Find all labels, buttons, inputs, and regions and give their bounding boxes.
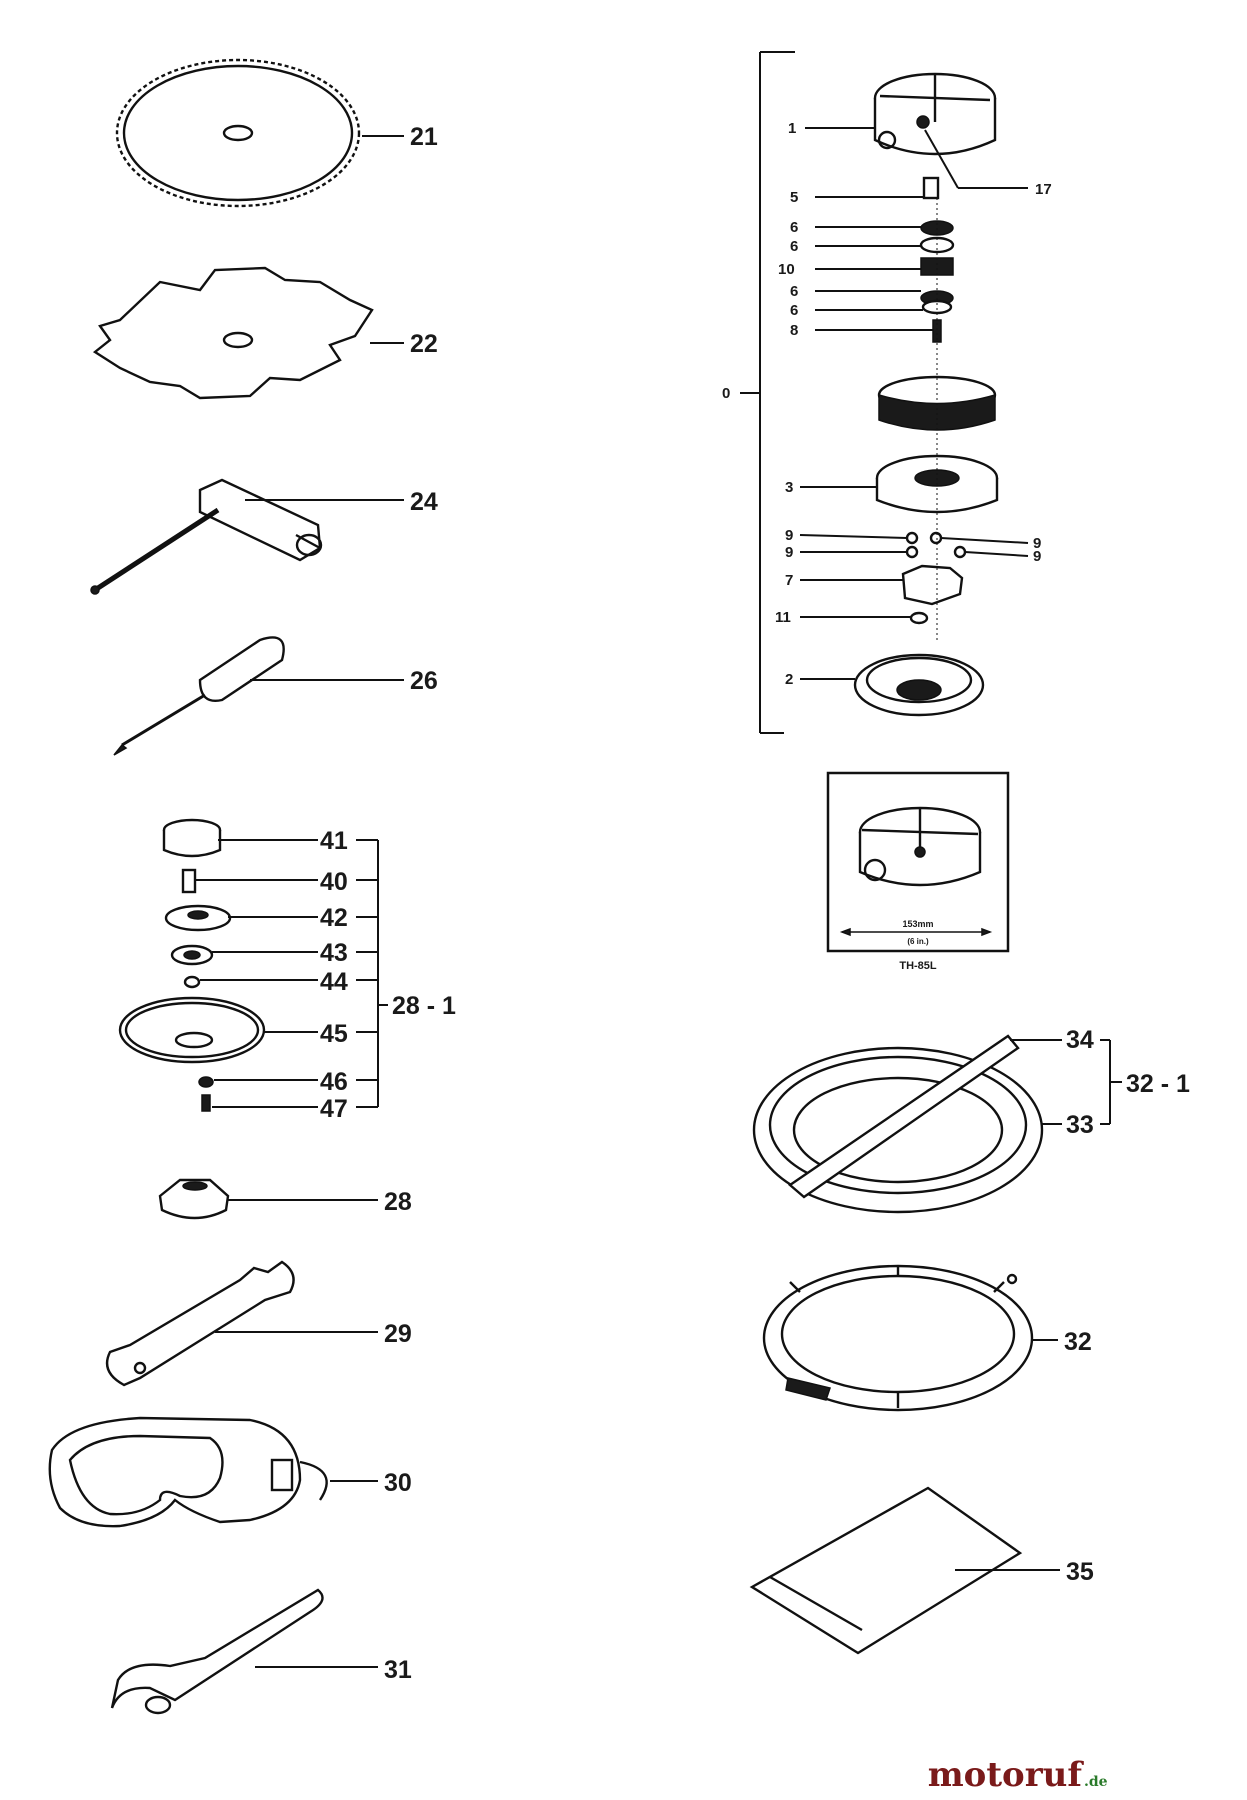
watermark-brand: motoruf: [928, 1755, 1085, 1795]
part-label-43: 43: [320, 939, 348, 967]
trimmer-head-exploded-illustration: [853, 72, 999, 717]
part-label-32: 32: [1064, 1328, 1092, 1356]
open-end-wrench-illustration: [105, 1260, 295, 1387]
watermark-suffix: .de: [1084, 1774, 1108, 1790]
safety-goggles-illustration: [48, 1416, 328, 1528]
part-label-33: 33: [1066, 1111, 1094, 1139]
part-label-9d: 9: [1033, 548, 1041, 565]
inset-box: [826, 771, 1010, 953]
part-label-6c: 6: [790, 283, 798, 300]
part-label-6a: 6: [790, 219, 798, 236]
part-label-7: 7: [785, 572, 793, 589]
part-label-6b: 6: [790, 238, 798, 255]
part-label-21: 21: [410, 123, 438, 151]
saw-blade-illustration: [115, 58, 361, 208]
part-label-9b: 9: [785, 544, 793, 561]
part-label-2: 2: [785, 671, 793, 688]
part-label-28: 28: [384, 1188, 412, 1216]
spanner-wrench-illustration: [110, 1588, 324, 1715]
part-label-17: 17: [1035, 181, 1052, 198]
part-label-5: 5: [790, 189, 798, 206]
blade-mount-kit-illustration: [118, 818, 266, 1112]
part-label-1: 1: [788, 120, 796, 137]
leader-line: [924, 129, 959, 189]
group-label-32-1: 32 - 1: [1126, 1070, 1190, 1098]
part-label-8: 8: [790, 322, 798, 339]
leader-line: [964, 551, 1029, 557]
instruction-envelope-illustration: [749, 1486, 1023, 1655]
part-label-22: 22: [410, 330, 438, 358]
part-label-40: 40: [320, 868, 348, 896]
inset-model-label: TH-85L: [899, 960, 937, 972]
part-label-41: 41: [320, 827, 348, 855]
leader-line: [940, 537, 1029, 544]
t-wrench-illustration: [90, 478, 323, 595]
motoruf-watermark: motoruf .de: [928, 1755, 1108, 1795]
part-label-35: 35: [1066, 1558, 1094, 1586]
line-ring-illustration: [762, 1264, 1034, 1412]
part-label-46: 46: [320, 1068, 348, 1096]
part-label-44: 44: [320, 968, 348, 996]
part-label-42: 42: [320, 904, 348, 932]
part-label-30: 30: [384, 1469, 412, 1497]
part-label-29: 29: [384, 1320, 412, 1348]
group-label-0: 0: [722, 385, 730, 402]
part-label-34: 34: [1066, 1026, 1094, 1054]
inset-dimension-in: (6 in.): [907, 937, 929, 946]
leader-line: [799, 534, 908, 539]
part-label-11: 11: [775, 609, 791, 626]
part-label-3: 3: [785, 479, 793, 496]
mounting-cap-illustration: [158, 1178, 230, 1220]
part-label-10: 10: [778, 261, 795, 278]
group-bracket-28-1: [356, 839, 388, 1108]
screwdriver-illustration: [113, 636, 285, 756]
part-label-9a: 9: [785, 527, 793, 544]
line-tray-illustration: [752, 1034, 1044, 1214]
brush-blade-illustration: [92, 266, 374, 400]
part-label-26: 26: [410, 667, 438, 695]
group-bracket-32-1: [1100, 1039, 1122, 1125]
part-label-47: 47: [320, 1095, 348, 1123]
part-label-6d: 6: [790, 302, 798, 319]
part-label-9c: 9: [1033, 535, 1041, 552]
group-label-28-1: 28 - 1: [392, 992, 456, 1020]
part-label-31: 31: [384, 1656, 412, 1684]
inset-dimension-mm: 153mm: [902, 919, 933, 929]
group-bracket-0: [740, 51, 795, 734]
part-label-45: 45: [320, 1020, 348, 1048]
part-label-24: 24: [410, 488, 438, 516]
